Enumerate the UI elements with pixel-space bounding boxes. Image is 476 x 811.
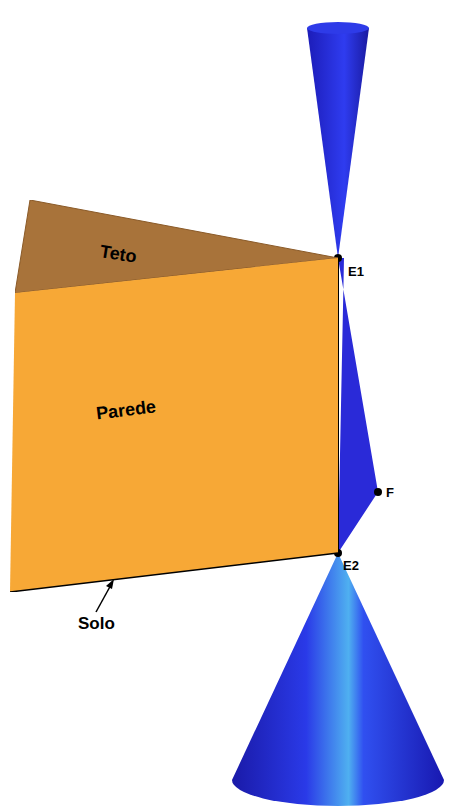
ground-label: Solo <box>78 614 115 634</box>
point <box>374 488 382 496</box>
wall-plane: Parede <box>10 258 338 592</box>
upper-cone-base <box>307 22 369 34</box>
point-label: E1 <box>348 264 364 279</box>
ground-line <box>10 553 338 592</box>
lower-cone <box>232 553 444 806</box>
point-label: E2 <box>343 558 359 573</box>
wedge <box>338 258 378 553</box>
plane-fill <box>10 258 338 592</box>
point-label: F <box>386 485 394 500</box>
plane-shape <box>10 258 338 592</box>
upper-cone <box>307 28 369 258</box>
